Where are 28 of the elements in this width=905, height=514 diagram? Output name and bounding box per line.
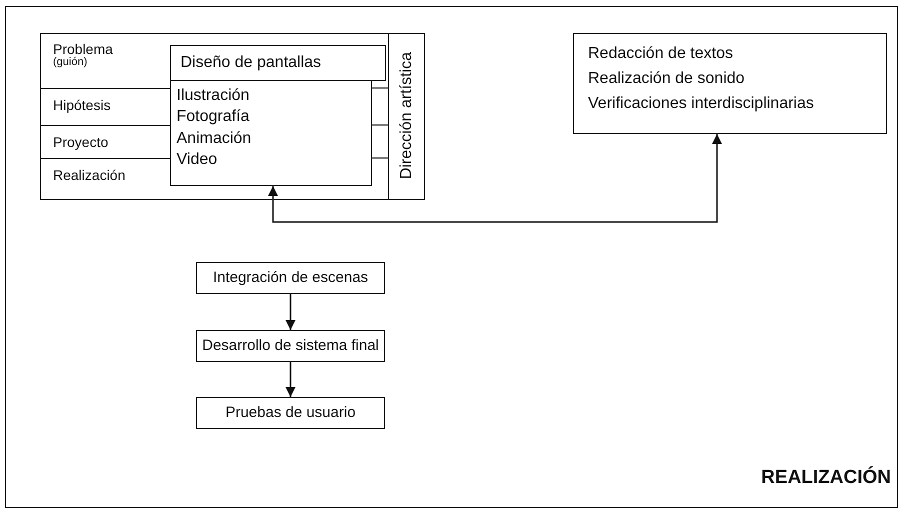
node-text: Verificaciones interdisciplinarias — [588, 94, 815, 114]
arrow — [286, 362, 296, 397]
node-text: Desarrollo de sistema final — [202, 337, 379, 355]
section-title: REALIZACIÓN — [761, 467, 891, 489]
node-text: Integración de escenas — [212, 269, 368, 287]
node-text: Realización de sonido — [588, 68, 746, 89]
node-text: Realización — [53, 166, 126, 184]
node-text: Hipótesis — [53, 96, 112, 114]
node-text: Dirección artística — [396, 52, 416, 180]
process-box — [196, 262, 385, 294]
arrow — [286, 294, 296, 330]
node-text: Diseño de pantallas — [180, 52, 322, 72]
process-box — [170, 44, 386, 80]
node-text: Animación — [176, 128, 252, 149]
arrow — [268, 134, 722, 223]
node-text: Fotografía — [176, 107, 250, 128]
node-text: Video — [176, 150, 218, 170]
node-text: Redacción de textos — [588, 44, 734, 64]
node-text: Ilustración — [176, 86, 250, 106]
process-box — [196, 330, 385, 362]
process-box — [170, 80, 372, 186]
process-box — [196, 397, 385, 429]
note-text: (guión) — [53, 57, 88, 68]
panel-box — [40, 33, 425, 200]
node-text: Problema — [53, 40, 114, 56]
node-text: Proyecto — [53, 134, 110, 150]
process-box — [573, 33, 887, 134]
node-text: Pruebas de usuario — [225, 404, 356, 422]
